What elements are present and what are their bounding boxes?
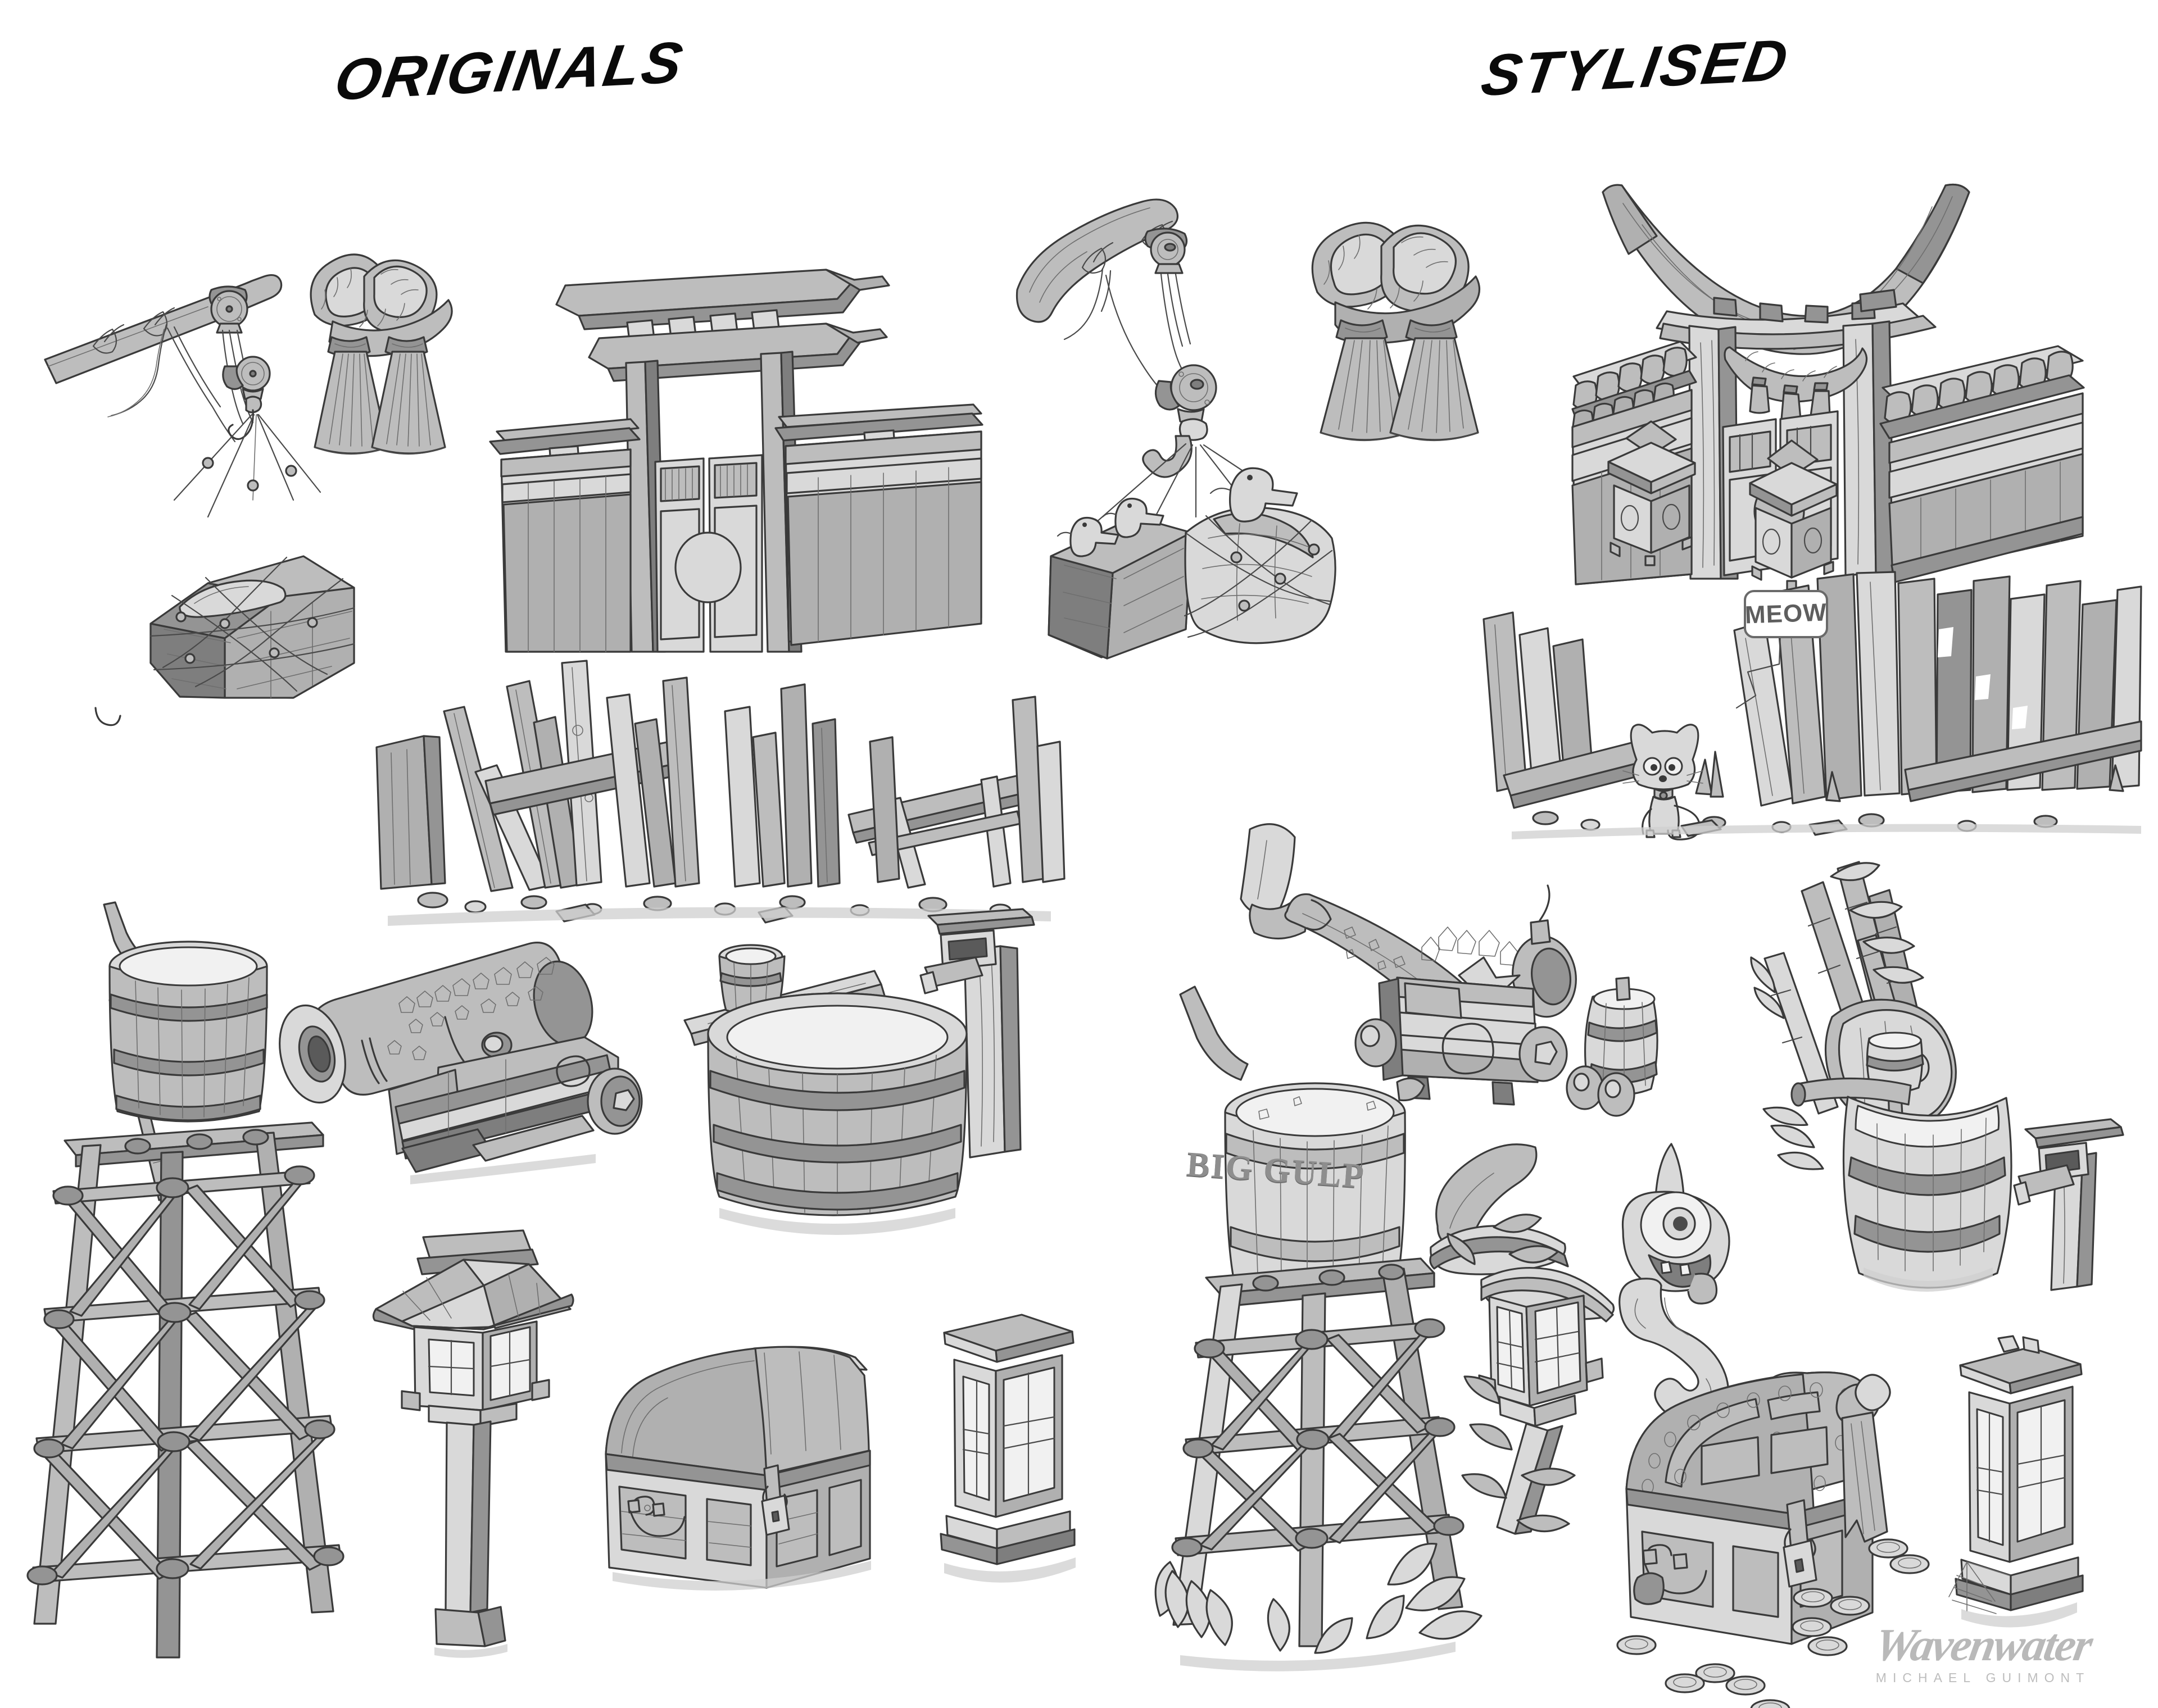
prop-cannon-on-carriage-stylised [1236,815,1675,1117]
prop-water-tower-lashed-original [26,899,351,1686]
prop-pillar-lantern-stylised [1933,1335,2119,1674]
prop-crane-pulley-cargo-net-original [39,236,388,910]
prop-water-trough-barrel-original [652,905,1045,1242]
prop-pillar-lantern-original [922,1309,1101,1646]
prop-treasure-chest-coins-stylised [1616,1371,2001,1708]
prop-broken-planks-debris-original [365,657,1068,938]
column-header-stylised: STYLISED [1477,27,1794,109]
watermark-subtitle: MICHAEL GUIMONT [1875,1670,2091,1685]
prop-torii-gate-wall-original [489,264,983,653]
watermark-script: Wavenwater [1871,1619,2096,1671]
column-header-originals: ORIGINALS [330,30,690,113]
prop-shimenawa-rope-knot-original [281,242,466,539]
prop-cannon-on-carriage-original [270,921,663,1184]
meow-label: MEOW [1744,598,1828,629]
prop-pagoda-post-lantern-original [368,1225,593,1658]
meow-bubble-tail [1725,634,1787,714]
prop-shimenawa-rope-knot-stylised [1287,208,1500,489]
prop-bamboo-water-basin-stylised [1748,843,2130,1292]
prop-eyeball-ghost-stylised [1602,1141,1787,1455]
prop-treasure-chest-original [596,1346,922,1591]
prop-crane-pulley-cargo-net-stylised [1015,185,1354,708]
prop-water-tower-big-gulp-stylised [1146,983,1495,1671]
prop-torii-gate-wall-stylised [1571,140,2096,591]
prop-ghost-lantern-stylised [1427,1141,1663,1535]
artist-watermark: Wavenwater MICHAEL GUIMONT [1871,1619,2095,1686]
meow-speech-bubble: MEOW [1744,590,1828,638]
